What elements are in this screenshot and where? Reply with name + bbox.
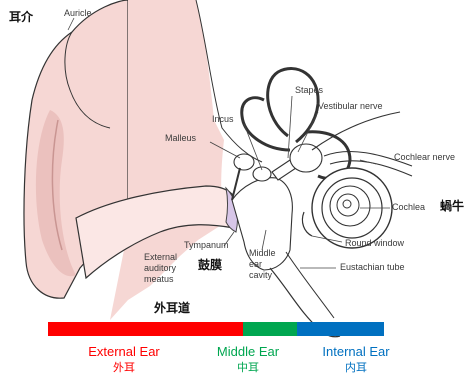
- cochlear-nerve-label: Cochlear nerve: [394, 152, 455, 162]
- internal-ear-segment: [297, 322, 384, 336]
- malleus-label: Malleus: [165, 133, 196, 143]
- external-ear-cn-label: 外耳: [74, 361, 174, 374]
- round-window: [302, 212, 312, 236]
- tympanum-label: Tympanum: [184, 240, 229, 250]
- middle-ear-label: Middle Ear: [200, 344, 296, 359]
- stapes-label: Stapes: [295, 85, 323, 95]
- auricle-label: Auricle: [64, 8, 92, 18]
- external-ear-segment: [48, 322, 243, 336]
- vestibule: [290, 144, 322, 172]
- external-auditory-meatus-label-1: External: [144, 252, 177, 262]
- external-auditory-meatus-label-3: meatus: [144, 274, 174, 284]
- incus-label: Incus: [212, 114, 234, 124]
- eustachian-tube-label: Eustachian tube: [340, 262, 405, 272]
- middle-ear-cn-label: 中耳: [200, 361, 296, 374]
- middle-ear-segment: [243, 322, 297, 336]
- middle-ear-cavity-label-3: cavity: [249, 270, 272, 280]
- canal-cn-label: 外耳道: [154, 302, 190, 315]
- middle-ear-cavity-label-1: Middle: [249, 248, 276, 258]
- ear-cn-label: 耳介: [9, 11, 33, 24]
- internal-ear-cn-label: 内耳: [306, 361, 406, 374]
- semicircular-canal-2: [242, 98, 290, 150]
- vestibular-nerve-label: Vestibular nerve: [318, 101, 383, 111]
- cochlea-label: Cochlea: [392, 202, 425, 212]
- vestibular-nerve: [312, 112, 400, 150]
- external-ear-label: External Ear: [74, 344, 174, 359]
- internal-ear-label: Internal Ear: [306, 344, 406, 359]
- round-window-label: Round window: [345, 238, 404, 248]
- external-auditory-meatus-label-2: auditory: [144, 263, 176, 273]
- eustachian-tube-wall: [286, 252, 334, 318]
- tympanum-cn-label: 鼓膜: [198, 259, 222, 272]
- cochlea-cn-label: 蝸牛: [440, 200, 464, 213]
- middle-ear-cavity-label-2: ear: [249, 259, 262, 269]
